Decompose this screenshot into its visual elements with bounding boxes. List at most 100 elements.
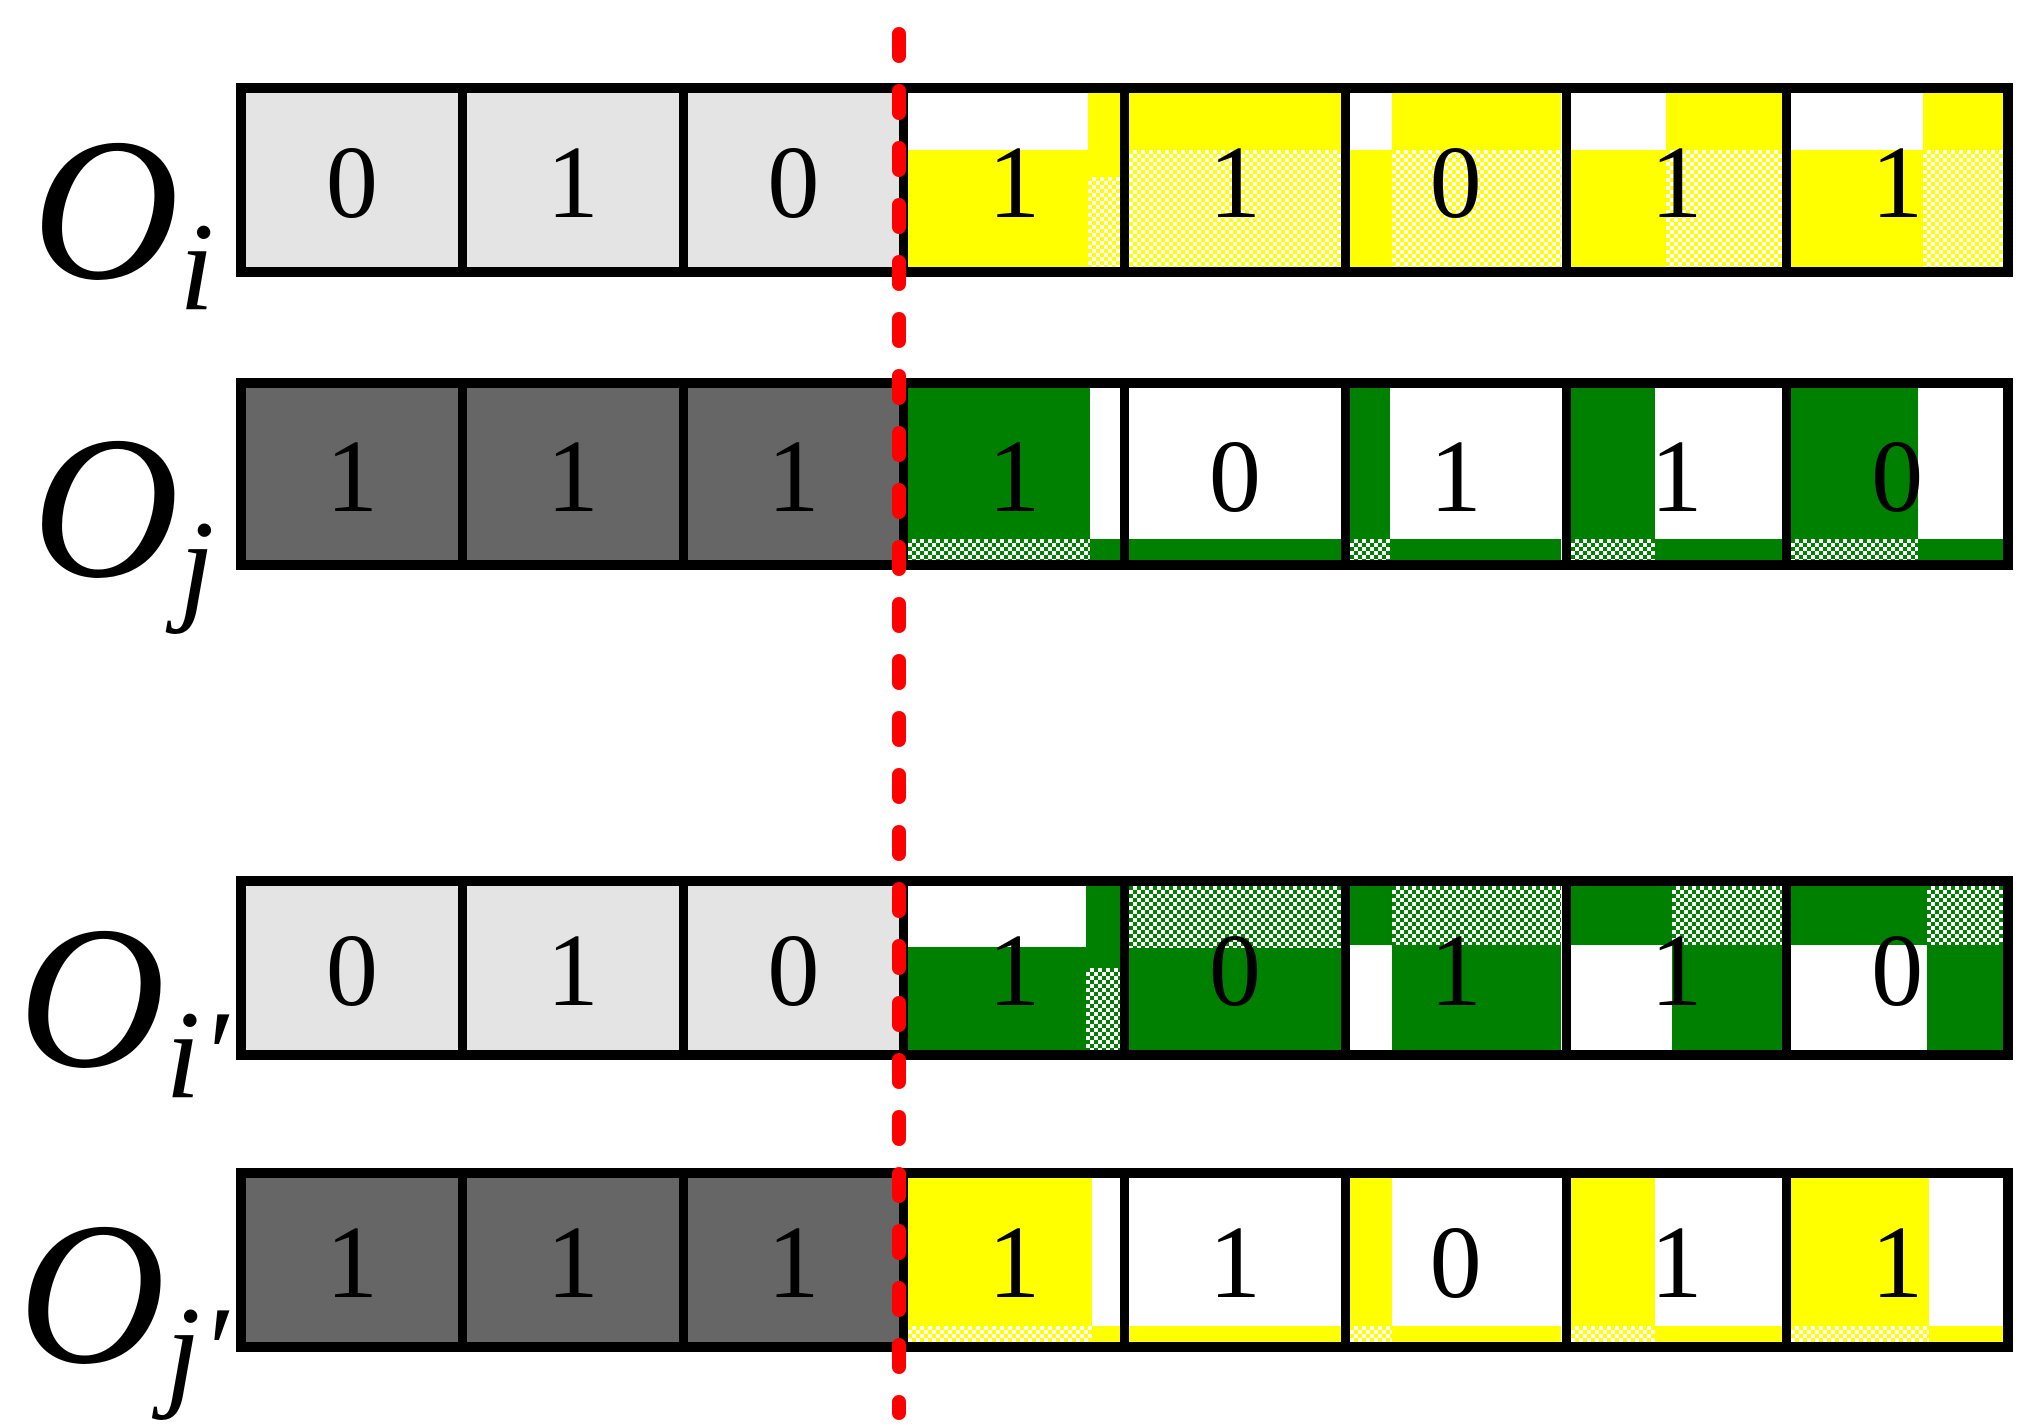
gene-cell-Oj-8: 0 [1791,388,2003,560]
highlight-patch-paleyellow [1129,150,1341,267]
gene-value: 1 [1650,418,1703,534]
highlight-patch-green [1791,886,1927,946]
gene-value: 1 [546,1204,599,1320]
gene-value: 1 [1429,912,1482,1028]
row-label-base: O [18,885,166,1111]
crossover-line-dash [892,84,906,120]
highlight-patch-green [1570,886,1673,946]
gene-value: 0 [1871,418,1924,534]
crossover-line-dash [892,1395,906,1420]
gene-cell-Oj-prime-5: 1 [1129,1178,1341,1342]
gene-cell-Oi-6: 0 [1349,93,1562,267]
gene-cell-Oj-7: 1 [1570,388,1783,560]
highlight-patch-green [1392,945,1562,1050]
highlight-patch-paleyellow [1791,1325,1929,1342]
gene-cell-Oi-8: 1 [1791,93,2003,267]
highlight-patch-green [1389,539,1562,560]
gene-cell-Oi-7: 1 [1570,93,1783,267]
gene-value: 0 [767,912,820,1028]
row-label-base: O [31,395,180,621]
gene-cell-Oi-2: 1 [466,93,679,267]
highlight-patch-paleyellow [1392,150,1562,267]
crossover-line-dash [892,1224,906,1260]
highlight-patch-yellow [1655,1325,1783,1342]
gene-value: 1 [1650,1204,1703,1320]
highlight-patch-yellow [1392,1325,1562,1342]
crossover-line-dash [892,312,906,348]
gene-value: 0 [1208,912,1261,1028]
gene-value: 0 [325,912,378,1028]
highlight-patch-palegreen [908,539,1091,560]
highlight-patch-yellow [1570,150,1666,267]
crossover-line-dash [892,1281,906,1317]
row-label-base: O [31,97,180,323]
highlight-patch-palegreen [1791,539,1919,560]
crossover-line-dash [892,369,906,405]
gene-value: 1 [325,418,378,534]
highlight-patch-yellow [1928,1325,2003,1342]
crossover-line-dash [892,996,906,1032]
highlight-patch-yellow [1129,1325,1341,1342]
highlight-patch-green [1349,886,1393,946]
highlight-patch-palegreen [1672,886,1783,946]
highlight-patch-paleyellow [1570,1325,1656,1342]
highlight-patch-yellow [1129,93,1341,151]
crossover-line-dash [892,1338,906,1374]
gene-value: 1 [988,912,1041,1028]
crossover-line-dash [892,198,906,234]
gene-cell-Oi-prime-4: 1 [908,886,1120,1050]
highlight-patch-paleyellow [1665,150,1783,267]
highlight-patch-palegreen [1570,539,1656,560]
highlight-patch-green [1570,388,1656,540]
highlight-patch-green [908,388,1091,540]
highlight-patch-paleyellow [1349,1325,1393,1342]
highlight-patch-palegreen [1926,886,2003,946]
gene-cell-Oi-prime-2: 1 [466,886,679,1050]
gene-value: 1 [325,1204,378,1320]
highlight-patch-green [1918,539,2003,560]
gene-value: 0 [1429,1204,1482,1320]
highlight-patch-white [908,886,1087,947]
gene-cell-Oj-5: 0 [1129,388,1341,560]
gene-value: 1 [1208,124,1261,240]
gene-value: 0 [1208,418,1261,534]
row-label-subscript: i′ [165,986,228,1125]
gene-value: 1 [1871,124,1924,240]
highlight-patch-green [1655,539,1783,560]
gene-cell-Oj-prime-3: 1 [687,1178,900,1342]
gene-value: 0 [1429,124,1482,240]
crossover-line-dash [892,654,906,690]
highlight-patch-yellow [1349,1178,1393,1326]
highlight-patch-palegreen [1349,539,1390,560]
gene-cell-Oi-prime-8: 0 [1791,886,2003,1050]
highlight-patch-palegreen [1086,968,1120,1050]
highlight-patch-green [1349,388,1390,540]
highlight-patch-yellow [1392,93,1562,151]
highlight-patch-yellow [1349,150,1393,267]
gene-value: 0 [325,124,378,240]
gene-cell-Oi-4: 1 [908,93,1120,267]
gene-value: 1 [546,912,599,1028]
highlight-patch-yellow [1092,1325,1120,1342]
crossover-line-dash [892,1053,906,1089]
highlight-patch-green [1090,539,1120,560]
gene-cell-Oi-prime-3: 0 [687,886,900,1050]
gene-value: 1 [546,418,599,534]
gene-cell-Oi-prime-1: 0 [246,886,458,1050]
highlight-patch-yellow [1922,93,2003,151]
highlight-patch-paleyellow [908,1325,1093,1342]
highlight-patch-palegreen [1392,886,1562,946]
gene-value: 0 [1871,912,1924,1028]
gene-cell-Oj-2: 1 [466,388,679,560]
gene-cell-Oj-prime-6: 0 [1349,1178,1562,1342]
gene-value: 1 [1208,1204,1261,1320]
highlight-patch-yellow [1570,1178,1656,1326]
gene-cell-Oj-4: 1 [908,388,1120,560]
gene-cell-Oi-1: 0 [246,93,458,267]
gene-cell-Oj-prime-2: 1 [466,1178,679,1342]
